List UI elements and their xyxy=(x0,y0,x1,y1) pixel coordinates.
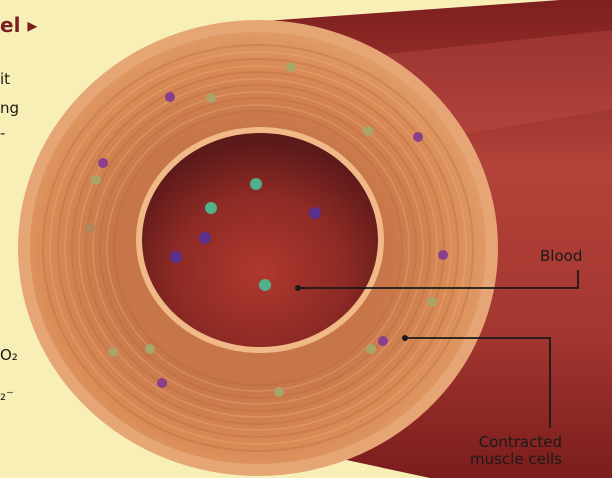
cropped-heading: el ▸ xyxy=(0,16,37,34)
particle-olive xyxy=(286,62,296,72)
muscle-label-line1: Contracted xyxy=(470,434,562,451)
particle-purple xyxy=(98,158,108,168)
particle-purple xyxy=(413,132,423,142)
cropped-text-line: it xyxy=(0,70,10,88)
particle-olive xyxy=(206,93,216,103)
particle-purple xyxy=(165,92,175,102)
particle-purple xyxy=(170,251,182,263)
lumen-blood xyxy=(142,133,378,347)
particle-green xyxy=(250,178,262,190)
cropped-text-line: ng xyxy=(0,99,19,117)
particle-purple xyxy=(199,232,211,244)
particle-purple xyxy=(157,378,167,388)
blood-label: Blood xyxy=(540,248,582,265)
particle-olive xyxy=(91,175,101,185)
particle-olive xyxy=(85,223,95,233)
particle-olive xyxy=(427,297,437,307)
cropped-text-line: ₂⁻ xyxy=(0,386,14,404)
particle-green xyxy=(259,279,271,291)
contracted-muscle-cells-label: Contracted muscle cells xyxy=(470,434,562,468)
particle-purple xyxy=(309,207,321,219)
cropped-text-line: - xyxy=(0,124,5,142)
particle-olive xyxy=(274,387,284,397)
muscle-label-line2: muscle cells xyxy=(470,451,562,468)
particle-olive xyxy=(363,126,373,136)
particle-purple xyxy=(438,250,448,260)
cropped-text-line: O₂ xyxy=(0,346,18,364)
particle-green xyxy=(205,202,217,214)
particle-purple xyxy=(378,336,388,346)
particle-olive xyxy=(145,344,155,354)
particle-olive xyxy=(366,344,376,354)
particle-olive xyxy=(108,347,118,357)
